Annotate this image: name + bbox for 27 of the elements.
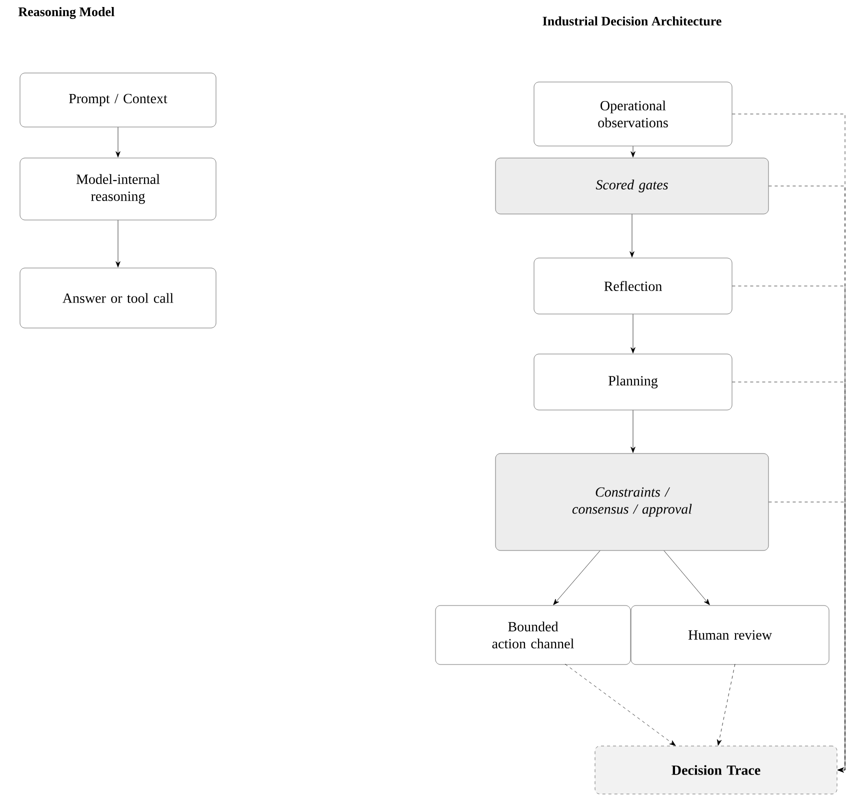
arrow: [564, 664, 676, 746]
process-box: Answer or tool call: [20, 268, 216, 328]
process-box: Human review: [630, 605, 830, 665]
arrow: [732, 286, 846, 772]
process-box: Planning: [534, 354, 732, 410]
arrow: [630, 410, 636, 453]
process-box: Model-internal reasoning: [20, 158, 216, 220]
arrow: [630, 314, 636, 354]
arrow: [664, 550, 710, 606]
arrow: [768, 186, 846, 772]
arrow: [553, 550, 600, 606]
trace-box: Decision Trace: [594, 746, 838, 794]
arrow: [768, 502, 846, 772]
arrow: [630, 214, 634, 258]
gate-box: Constraints / consensus / approval: [495, 453, 769, 551]
arrow: [716, 664, 736, 746]
arrow: [732, 382, 846, 772]
process-box: Prompt / Context: [20, 72, 216, 128]
process-box: Operational observations: [534, 82, 732, 146]
gate-box: Scored gates: [495, 158, 769, 214]
process-box: Bounded action channel: [435, 605, 631, 665]
arrow: [630, 146, 636, 158]
column-heading: Industrial Decision Architecture: [542, 16, 722, 26]
arrow: [116, 127, 120, 158]
column-heading: Reasoning Model: [18, 7, 114, 19]
arrow: [116, 220, 120, 268]
process-box: Reflection: [534, 258, 732, 314]
